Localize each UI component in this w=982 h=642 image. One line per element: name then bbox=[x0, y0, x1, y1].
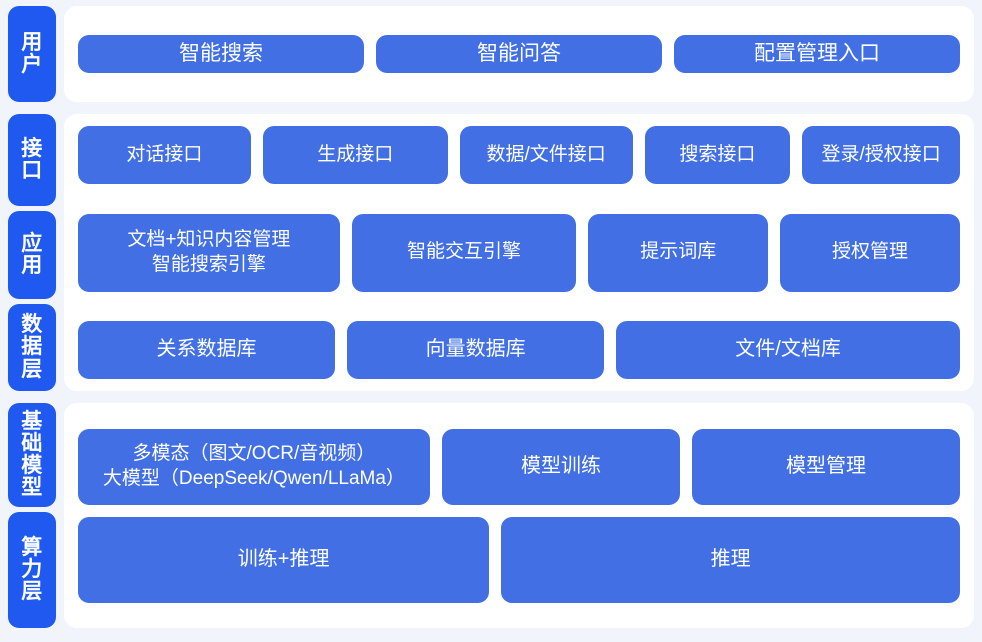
layer-group-bottom: 基础模型 算力层 多模态（图文/OCR/音视频） 大模型（DeepSeek/Qw… bbox=[8, 403, 974, 628]
card-model-training[interactable]: 模型训练 bbox=[441, 428, 681, 505]
layer-label-application: 应用 bbox=[8, 211, 56, 299]
card-authorization-management[interactable]: 授权管理 bbox=[780, 213, 960, 292]
row-data: 关系数据库 向量数据库 文件/文档库 bbox=[78, 321, 961, 379]
card-data-file-interface[interactable]: 数据/文件接口 bbox=[459, 126, 633, 184]
layer-group-middle: 接口 应用 数据层 对话接口 生成接口 数据/文件接口 搜索接口 登录/授权接口… bbox=[8, 114, 974, 391]
card-config-management-entry[interactable]: 配置管理入口 bbox=[674, 34, 960, 74]
card-smart-search[interactable]: 智能搜索 bbox=[78, 34, 364, 74]
layer-label-column-bottom: 基础模型 算力层 bbox=[8, 403, 56, 628]
card-search-interface[interactable]: 搜索接口 bbox=[644, 126, 791, 184]
card-smart-qa[interactable]: 智能问答 bbox=[376, 34, 662, 74]
layer-label-user: 用户 bbox=[8, 6, 56, 102]
row-compute: 训练+推理 推理 bbox=[78, 516, 960, 603]
card-dialog-interface[interactable]: 对话接口 bbox=[78, 126, 251, 184]
panel-user: 智能搜索 智能问答 配置管理入口 bbox=[64, 6, 974, 102]
row-interface: 对话接口 生成接口 数据/文件接口 搜索接口 登录/授权接口 bbox=[78, 126, 960, 184]
row-application: 文档+知识内容管理 智能搜索引擎 智能交互引擎 提示词库 授权管理 bbox=[78, 213, 960, 292]
card-file-document-repository[interactable]: 文件/文档库 bbox=[616, 321, 961, 379]
row-user-entries: 智能搜索 智能问答 配置管理入口 bbox=[78, 34, 960, 74]
card-document-knowledge-management[interactable]: 文档+知识内容管理 智能搜索引擎 bbox=[78, 213, 340, 292]
card-login-authorization-interface[interactable]: 登录/授权接口 bbox=[802, 126, 960, 184]
layer-label-data: 数据层 bbox=[8, 304, 56, 391]
card-vector-database[interactable]: 向量数据库 bbox=[347, 321, 605, 379]
row-foundation-model: 多模态（图文/OCR/音视频） 大模型（DeepSeek/Qwen/LLaMa）… bbox=[78, 428, 960, 505]
panel-bottom: 多模态（图文/OCR/音视频） 大模型（DeepSeek/Qwen/LLaMa）… bbox=[64, 403, 974, 628]
card-prompt-library[interactable]: 提示词库 bbox=[588, 213, 769, 292]
card-model-management[interactable]: 模型管理 bbox=[692, 428, 960, 505]
card-multimodal-large-model[interactable]: 多模态（图文/OCR/音视频） 大模型（DeepSeek/Qwen/LLaMa） bbox=[78, 428, 430, 505]
card-intelligent-interaction-engine[interactable]: 智能交互引擎 bbox=[351, 213, 577, 292]
card-training-plus-inference[interactable]: 训练+推理 bbox=[78, 516, 490, 603]
panel-middle: 对话接口 生成接口 数据/文件接口 搜索接口 登录/授权接口 文档+知识内容管理… bbox=[64, 114, 974, 391]
layer-label-compute: 算力层 bbox=[8, 512, 56, 628]
layer-label-column-middle: 接口 应用 数据层 bbox=[8, 114, 56, 391]
layer-group-user: 用户 智能搜索 智能问答 配置管理入口 bbox=[8, 6, 974, 102]
card-generation-interface[interactable]: 生成接口 bbox=[262, 126, 448, 184]
layer-label-column-user: 用户 bbox=[8, 6, 56, 102]
card-inference[interactable]: 推理 bbox=[501, 516, 960, 603]
layer-label-interface: 接口 bbox=[8, 114, 56, 206]
card-relational-database[interactable]: 关系数据库 bbox=[78, 321, 336, 379]
layer-label-foundation-model: 基础模型 bbox=[8, 403, 56, 507]
